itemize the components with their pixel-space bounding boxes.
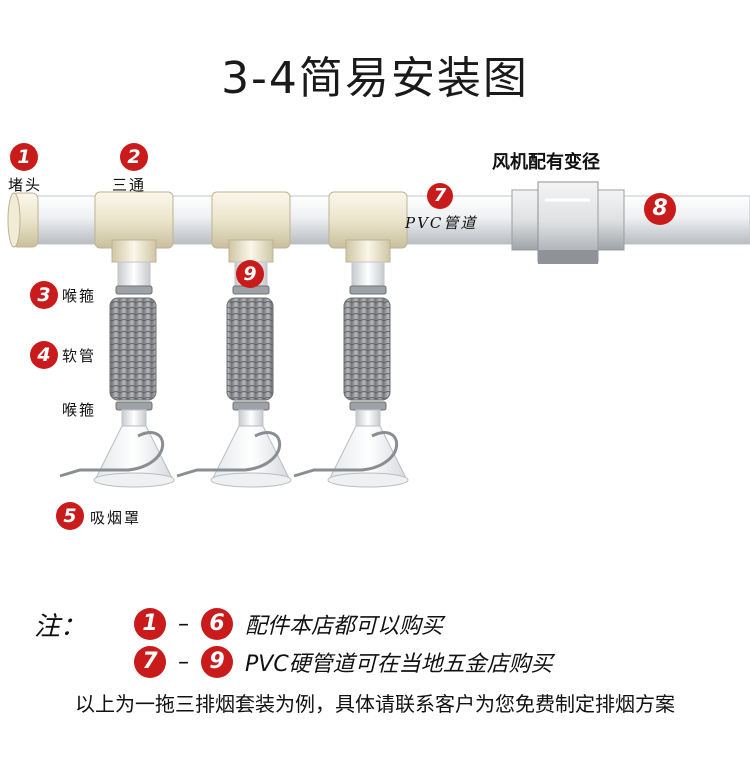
badge-9: 9 (236, 260, 264, 288)
note1-text: 配件本店都可以购买 (245, 614, 444, 639)
badge-4: 4 (30, 341, 58, 369)
label-fan-note: 风机配有变径 (492, 152, 600, 173)
badge-1: 1 (10, 143, 38, 171)
badge-3: 3 (30, 281, 58, 309)
note2-badge-from: 7 (134, 646, 166, 678)
note1-badge-to: 6 (201, 608, 233, 640)
note2-text: PVC硬管道可在当地五金店购买 (245, 652, 553, 677)
tee-fitting-3 (328, 191, 408, 287)
tee-fitting-1 (94, 191, 174, 287)
drop-assembly-1 (59, 285, 175, 488)
drop-assembly-2 (176, 285, 292, 488)
badge-8: 8 (644, 193, 676, 225)
label-hood: 吸烟罩 (90, 509, 142, 527)
notes-prefix: 注： (34, 612, 87, 642)
label-hose: 软管 (62, 347, 97, 365)
footer-note: 以上为一拖三排烟套装为例，具体请联系客户为您免费制定排烟方案 (75, 692, 675, 716)
note2-dash: – (178, 649, 189, 675)
page-title: 3-4简易安装图 (221, 53, 529, 104)
inline-fan (511, 181, 625, 264)
note-line-2: 7 – 9 PVC硬管道可在当地五金店购买 (134, 646, 553, 678)
note-line-1: 1 – 6 配件本店都可以购买 (134, 608, 443, 640)
drop-assembly-3 (293, 285, 409, 488)
end-cap (7, 192, 39, 248)
label-cap: 堵头 (8, 176, 43, 194)
label-tee: 三通 (112, 176, 147, 194)
badge-5: 5 (56, 502, 84, 530)
note2-badge-to: 9 (201, 646, 233, 678)
label-pvc-pipe: PVC管道 (405, 214, 478, 232)
installation-diagram (7, 181, 750, 488)
label-clamp-bottom: 喉箍 (62, 401, 97, 419)
badge-7: 7 (427, 183, 453, 209)
note1-dash: – (178, 611, 189, 637)
label-clamp-top: 喉箍 (62, 287, 97, 305)
note1-badge-from: 1 (134, 608, 166, 640)
badge-2: 2 (120, 143, 148, 171)
